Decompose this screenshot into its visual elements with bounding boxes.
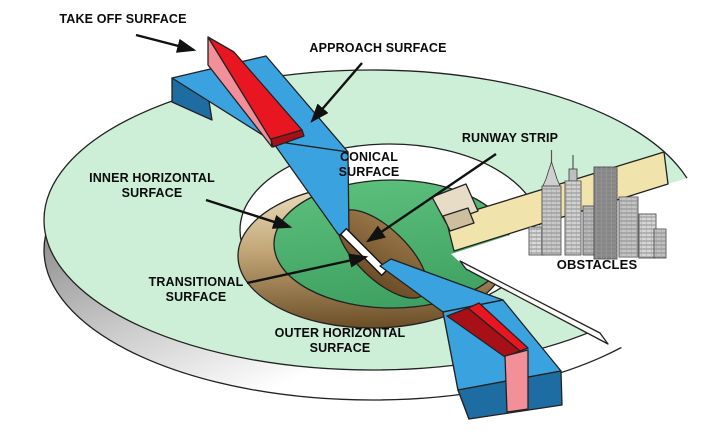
approach-arrow <box>310 62 363 123</box>
annotation-arrows <box>135 33 497 285</box>
building <box>653 228 667 259</box>
take-off-arrow <box>135 33 197 53</box>
transitional-surface-label: TRANSITIONAL SURFACE <box>148 275 244 304</box>
takeoff-end-face <box>270 129 305 148</box>
conical-surface-label: CONICAL SURFACE <box>338 150 400 179</box>
building <box>638 213 657 259</box>
outer-horizontal-surface-label: OUTER HORIZONTAL SURFACE <box>274 326 406 355</box>
inner-horizontal-arrow <box>205 198 293 229</box>
take-off-surface-wedge-2 <box>446 302 529 413</box>
building-spire <box>564 155 582 256</box>
approach-surface-ramp <box>171 36 350 240</box>
take-off-surface-label: TAKE OFF SURFACE <box>59 12 187 26</box>
takeoff2-end-face <box>504 349 529 413</box>
building-dark-slab <box>593 166 618 260</box>
obstacles-skyline <box>528 150 667 260</box>
approach-surface-ramp-2 <box>379 258 563 420</box>
transitional-arrow <box>246 253 369 285</box>
approach-surface-label: APPROACH SURFACE <box>309 41 447 55</box>
runway-strip-label: RUNWAY STRIP <box>461 131 559 145</box>
ring-cut-face <box>442 207 475 232</box>
inner-horizontal-surface-label: INNER HORIZONTAL SURFACE <box>89 171 215 200</box>
wedge-cut-face-lower <box>459 260 609 345</box>
building <box>618 196 639 258</box>
obstacles-label: OBSTACLES <box>556 257 638 272</box>
runway-strip-arrow <box>366 153 497 243</box>
building <box>528 226 545 256</box>
building-chrysler <box>541 150 562 256</box>
take-off-surface-wedge <box>207 36 305 148</box>
takeoff2-top-face <box>467 302 529 352</box>
